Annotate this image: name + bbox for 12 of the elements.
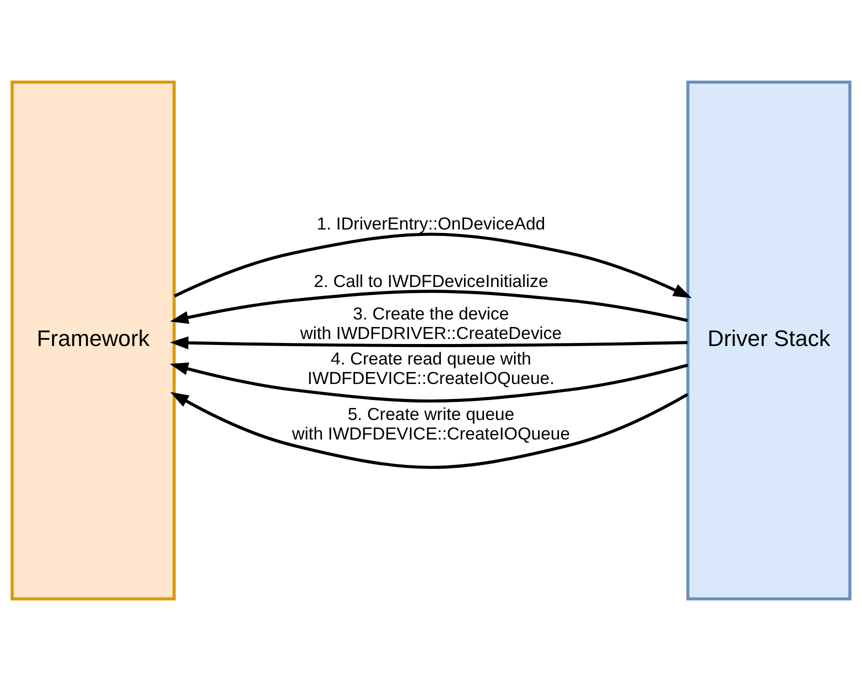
node-box: Driver Stack xyxy=(686,80,852,600)
edge-label: 5. Create write queue with IWDFDEVICE::CreateIOQueue xyxy=(292,404,570,444)
edge-label: 2. Call to IWDFDeviceInitialize xyxy=(314,270,548,290)
arrow xyxy=(170,336,688,349)
node-box: Framework xyxy=(10,80,176,600)
arrow xyxy=(170,289,688,324)
arrow xyxy=(170,391,688,468)
edge-label: 1. IDriverEntry::OnDeviceAdd xyxy=(316,212,546,233)
arrow xyxy=(174,232,692,298)
edge-label: 3. Create the device with IWDFDRIVER::CreateDevice xyxy=(300,303,562,343)
edge-label: 4. Create read queue with IWDFDEVICE::CreateIOQueue. xyxy=(308,348,554,388)
arrow xyxy=(170,362,688,402)
